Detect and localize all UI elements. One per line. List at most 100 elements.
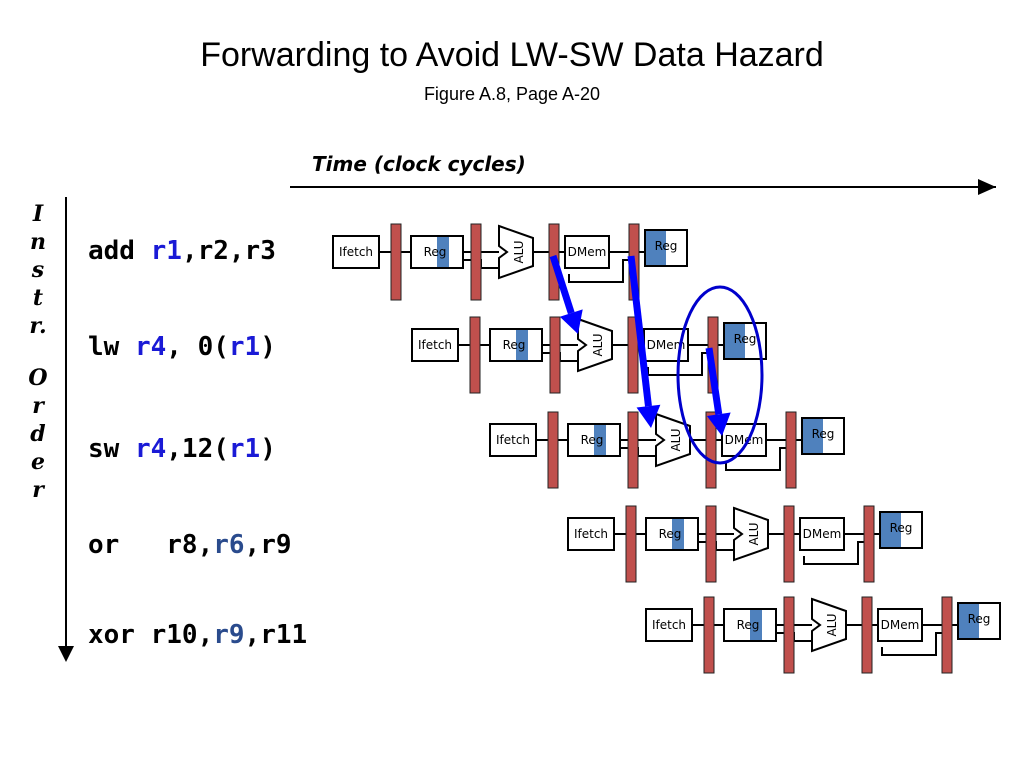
forwarding-arrow	[549, 254, 575, 315]
instruction-token: r4	[134, 332, 167, 362]
instruction-token: r6	[213, 530, 245, 560]
alu-shape	[733, 506, 769, 562]
instruction-token: r9	[213, 620, 245, 650]
instruction-order-letter: r	[32, 393, 44, 419]
instruction-token: ,r11	[244, 620, 308, 650]
time-axis-label: Time (clock cycles)	[312, 152, 526, 176]
alu-label: ALU	[669, 428, 683, 451]
page-subtitle: Figure A.8, Page A-20	[423, 84, 601, 104]
bypass-line	[776, 632, 814, 642]
reg-read-shade	[750, 610, 762, 640]
forwarding-arrowhead	[706, 412, 731, 436]
instruction-order-letter: r	[32, 477, 44, 503]
reg-read-shade	[516, 330, 528, 360]
reg-read-shade	[594, 425, 606, 455]
instruction-order-letter: I	[32, 201, 44, 227]
reg-read-label: Reg	[659, 527, 682, 541]
pipeline-register	[941, 596, 953, 674]
pipeline-register	[783, 596, 795, 674]
instruction-token: r1	[228, 332, 261, 362]
bypass-line	[698, 541, 736, 551]
instruction-token: xor r10,	[88, 620, 214, 650]
instruction-token: ,12(	[166, 434, 229, 464]
dmem-box	[799, 517, 845, 551]
reg-write-shade	[725, 324, 745, 358]
pipeline-register	[547, 411, 559, 489]
reg-write-label: Reg	[968, 612, 991, 626]
dmem-label: DMem	[803, 527, 842, 541]
instruction-text: add r1,r2,r3	[88, 236, 276, 266]
alu-shape	[811, 597, 847, 653]
pipeline-register	[703, 596, 715, 674]
ifetch-box	[411, 328, 459, 362]
forwarding-arrow	[705, 347, 723, 415]
page-title: Forwarding to Avoid LW-SW Data Hazard	[200, 36, 824, 74]
instruction-text: sw r4,12(r1)	[88, 434, 276, 464]
instruction-token: r4	[134, 434, 167, 464]
instruction-token: ,r9	[244, 530, 292, 560]
bypass-line	[542, 352, 580, 362]
instruction-text: lw r4, 0(r1)	[88, 332, 276, 362]
instruction-text: xor r10,r9,r11	[88, 620, 307, 650]
ifetch-label: Ifetch	[574, 527, 608, 541]
pipeline-register	[469, 316, 481, 394]
bypass-line	[463, 259, 501, 269]
bypass-line	[620, 447, 658, 457]
instruction-token: , 0(	[166, 332, 229, 362]
instruction-text: or r8,r6,r9	[88, 530, 292, 560]
instruction-order-letter: r.	[29, 313, 47, 339]
ifetch-box	[567, 517, 615, 551]
pipeline-register	[861, 596, 873, 674]
instruction-order-letter: d	[30, 421, 46, 447]
hazard-circle	[676, 285, 764, 465]
forwarding-arrow	[627, 255, 652, 407]
reg-write-shade	[646, 231, 666, 265]
ifetch-label: Ifetch	[418, 338, 452, 352]
ifetch-label: Ifetch	[339, 245, 373, 259]
forwarding-arrowhead	[636, 404, 661, 428]
instruction-token: r1	[150, 236, 182, 266]
reg-read-shade	[672, 519, 684, 549]
pipeline-register	[783, 505, 795, 583]
instruction-token: or r8,	[88, 530, 214, 560]
alu-shape	[655, 412, 691, 468]
reg-read-label: Reg	[581, 433, 604, 447]
ifetch-box	[332, 235, 380, 269]
bypass-line	[881, 632, 952, 656]
pipeline-register	[627, 316, 639, 394]
dmem-label: DMem	[647, 338, 686, 352]
pipeline-register	[705, 505, 717, 583]
reg-read-shade	[437, 237, 449, 267]
reg-write-label: Reg	[655, 239, 678, 253]
reg-read-label: Reg	[737, 618, 760, 632]
dmem-box	[564, 235, 610, 269]
bypass-line	[725, 447, 796, 471]
instruction-token: sw	[88, 434, 135, 464]
instruction-token: r1	[228, 434, 261, 464]
dmem-label: DMem	[568, 245, 607, 259]
reg-write-label: Reg	[812, 427, 835, 441]
bypass-line	[803, 541, 874, 565]
pipeline-register	[785, 411, 797, 489]
instruction-token: ,r2,r3	[181, 236, 276, 266]
reg-write-shade	[959, 604, 979, 638]
pipeline-register	[705, 411, 717, 489]
instruction-order-letter: O	[28, 365, 48, 391]
reg-read-label: Reg	[424, 245, 447, 259]
reg-read-label: Reg	[503, 338, 526, 352]
alu-shape	[498, 224, 534, 280]
ifetch-label: Ifetch	[652, 618, 686, 632]
instruction-order-letter: e	[31, 449, 45, 475]
dmem-label: DMem	[881, 618, 920, 632]
reg-write-label: Reg	[734, 332, 757, 346]
dmem-box	[721, 423, 767, 457]
dmem-label: DMem	[725, 433, 764, 447]
instruction-token: )	[260, 434, 276, 464]
instruction-order-letter: s	[31, 257, 45, 283]
instruction-token: )	[260, 332, 276, 362]
ifetch-box	[489, 423, 537, 457]
